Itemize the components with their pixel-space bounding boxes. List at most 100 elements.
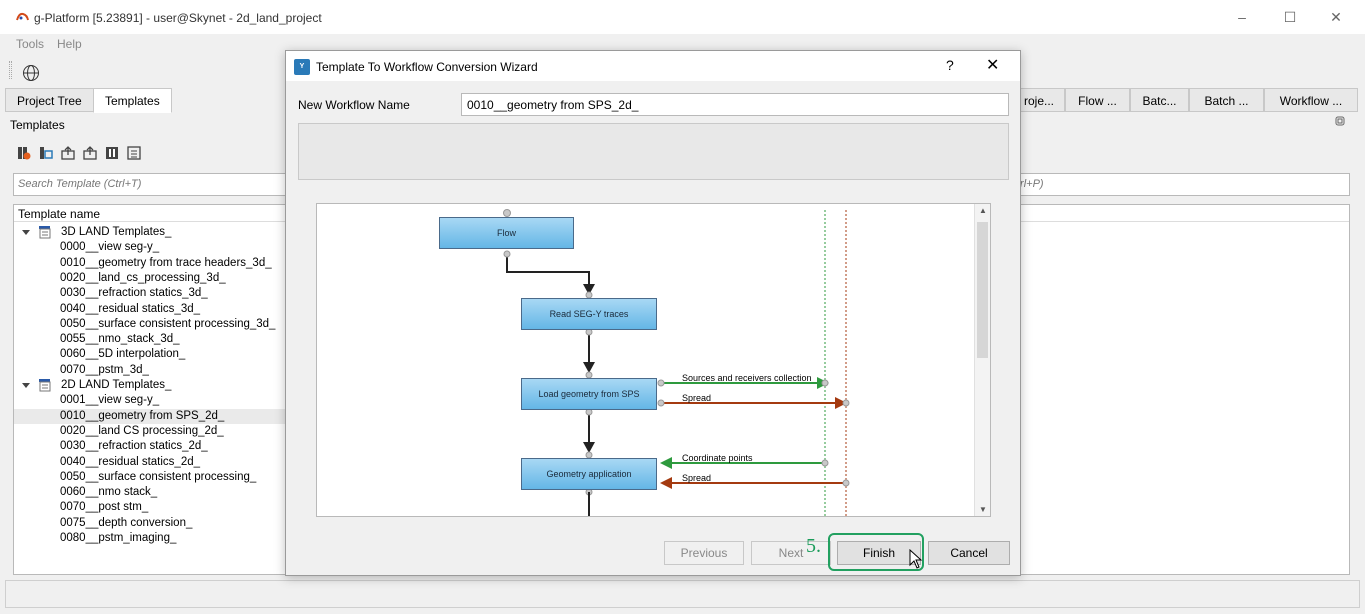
expand-arrow-icon[interactable]: [22, 229, 30, 237]
node-flow[interactable]: Flow: [439, 217, 574, 249]
template-tree: Template name 3D LAND Templates_ 0000__vi…: [13, 204, 288, 575]
tree-item-label: 0030__refraction statics_3d_: [60, 287, 208, 300]
tree-item-label: 0050__surface consistent processing_: [60, 470, 257, 483]
tree-item[interactable]: 0030__refraction statics_2d_: [14, 439, 287, 454]
port-dot: [503, 209, 511, 217]
export-template-icon[interactable]: [83, 146, 97, 160]
node-geometry-application[interactable]: Geometry application: [521, 458, 657, 490]
arrow-head: [583, 284, 595, 295]
search-template-input[interactable]: Search Template (Ctrl+T): [13, 173, 288, 196]
tree-item[interactable]: 0040__residual statics_3d_: [14, 302, 287, 317]
panel-float-icon[interactable]: [1335, 116, 1345, 126]
tree-item-label: 0020__land CS processing_2d_: [60, 424, 224, 437]
workflow-name-input[interactable]: 0010__geometry from SPS_2d_: [461, 93, 1009, 116]
scroll-up-icon[interactable]: ▲: [979, 206, 987, 215]
tree-item[interactable]: 0040__residual statics_2d_: [14, 455, 287, 470]
port-dot: [503, 250, 511, 258]
details-icon[interactable]: [127, 146, 141, 160]
workflow-name-label: New Workflow Name: [298, 98, 410, 112]
arrow-head: [660, 457, 672, 469]
maximize-icon[interactable]: ☐: [1283, 8, 1297, 25]
add-template-icon[interactable]: [39, 146, 53, 160]
tree-item[interactable]: 0010__geometry from SPS_2d_: [14, 408, 287, 424]
menu-help[interactable]: Help: [57, 37, 82, 51]
tab-templates[interactable]: Templates: [93, 88, 172, 113]
finish-highlight-ring: [828, 533, 924, 571]
port-label-sources-receivers: Sources and receivers collection: [682, 373, 812, 383]
diagram-scrollbar[interactable]: ▲ ▼: [974, 204, 990, 516]
tree-item-label: 0030__refraction statics_2d_: [60, 440, 208, 453]
mouse-cursor-icon: [909, 549, 923, 569]
tree-item[interactable]: 0060__nmo stack_: [14, 485, 287, 500]
minimize-icon[interactable]: –: [1238, 9, 1246, 25]
remove-template-icon[interactable]: [17, 146, 31, 160]
tree-item[interactable]: 0055__nmo_stack_3d_: [14, 332, 287, 347]
tree-group[interactable]: 3D LAND Templates_: [14, 225, 287, 240]
tree-item-label: 0040__residual statics_2d_: [60, 455, 201, 468]
tree-item[interactable]: 0060__5D interpolation_: [14, 347, 287, 362]
edge-flow-read: [506, 254, 590, 289]
tree-item[interactable]: 0070__post stm_: [14, 500, 287, 515]
scroll-thumb[interactable]: [977, 222, 988, 358]
templates-panel-label: Templates: [10, 118, 65, 132]
tree-group[interactable]: 2D LAND Templates_: [14, 378, 287, 393]
g-platform-logo-icon: [16, 12, 29, 21]
right-tab[interactable]: Workflow ...: [1264, 88, 1358, 112]
toolbar-grip[interactable]: [9, 61, 12, 79]
tree-item[interactable]: 0080__pstm_imaging_: [14, 531, 287, 546]
tree-item-label: 0000__view seg-y_: [60, 241, 160, 254]
tree-item[interactable]: 0030__refraction statics_3d_: [14, 286, 287, 301]
cancel-button[interactable]: Cancel: [928, 541, 1010, 565]
arrow-head: [583, 362, 595, 373]
tree-group-label: 3D LAND Templates_: [61, 226, 172, 238]
right-tab[interactable]: Batc...: [1130, 88, 1189, 112]
tree-item[interactable]: 0020__land CS processing_2d_: [14, 424, 287, 439]
columns-icon[interactable]: [105, 146, 119, 160]
app-titlebar: g-Platform [5.23891] - user@Skynet - 2d_…: [0, 0, 1365, 34]
tree-item[interactable]: 0020__land_cs_processing_3d_: [14, 271, 287, 286]
step-marker: 5.: [806, 535, 821, 557]
import-template-icon[interactable]: [61, 146, 75, 160]
flow-diagram-canvas[interactable]: Flow Read SEG-Y traces Load geometry fro…: [316, 203, 991, 517]
help-icon[interactable]: ?: [946, 57, 954, 73]
port-dot: [821, 459, 829, 467]
tree-item[interactable]: 0075__depth conversion_: [14, 516, 287, 531]
port-label-spread-in: Spread: [682, 473, 712, 483]
tree-item[interactable]: 0000__view seg-y_: [14, 240, 287, 255]
tree-item[interactable]: 0050__surface consistent processing_: [14, 470, 287, 485]
dialog-close-icon[interactable]: ✕: [986, 57, 1000, 74]
template-folder-icon: [39, 379, 51, 392]
tree-item-label: 0010__geometry from SPS_2d_: [60, 409, 225, 422]
previous-button[interactable]: Previous: [664, 541, 744, 565]
tree-item[interactable]: 0010__geometry from trace headers_3d_: [14, 256, 287, 271]
right-tab[interactable]: Batch ...: [1189, 88, 1264, 112]
finish-button[interactable]: Finish: [837, 541, 921, 565]
port-dot: [821, 379, 829, 387]
arrow-head: [660, 477, 672, 489]
menu-tools[interactable]: Tools: [16, 37, 45, 51]
tree-item[interactable]: 0070__pstm_3d_: [14, 363, 287, 378]
search-flow-input[interactable]: trl+P): [1012, 173, 1350, 196]
node-load-geometry[interactable]: Load geometry from SPS: [521, 378, 657, 410]
scroll-down-icon[interactable]: ▼: [979, 505, 987, 514]
arrow-head: [583, 442, 595, 453]
globe-icon[interactable]: [22, 64, 40, 82]
tree-item-label: 0050__surface consistent processing_3d_: [60, 317, 276, 330]
tab-project-tree[interactable]: Project Tree: [5, 88, 94, 112]
close-icon[interactable]: ✕: [1330, 8, 1342, 25]
expand-arrow-icon[interactable]: [22, 382, 30, 390]
right-tab[interactable]: Flow ...: [1065, 88, 1130, 112]
tree-item-label: 0060__5D interpolation_: [60, 348, 186, 361]
port-dot: [842, 399, 850, 407]
tree-item-label: 0080__pstm_imaging_: [60, 532, 177, 544]
tree-column-header[interactable]: Template name: [14, 205, 287, 222]
node-read-segy[interactable]: Read SEG-Y traces: [521, 298, 657, 330]
port-dot: [842, 479, 850, 487]
tree-item[interactable]: 0001__view seg-y_: [14, 393, 287, 408]
tree-item-label: 0070__pstm_3d_: [60, 363, 149, 376]
port-dot: [657, 399, 665, 407]
tree-item[interactable]: 0050__surface consistent processing_3d_: [14, 317, 287, 332]
wizard-icon: Y: [294, 59, 310, 75]
next-button[interactable]: Next: [751, 541, 831, 565]
description-area: [298, 123, 1009, 180]
